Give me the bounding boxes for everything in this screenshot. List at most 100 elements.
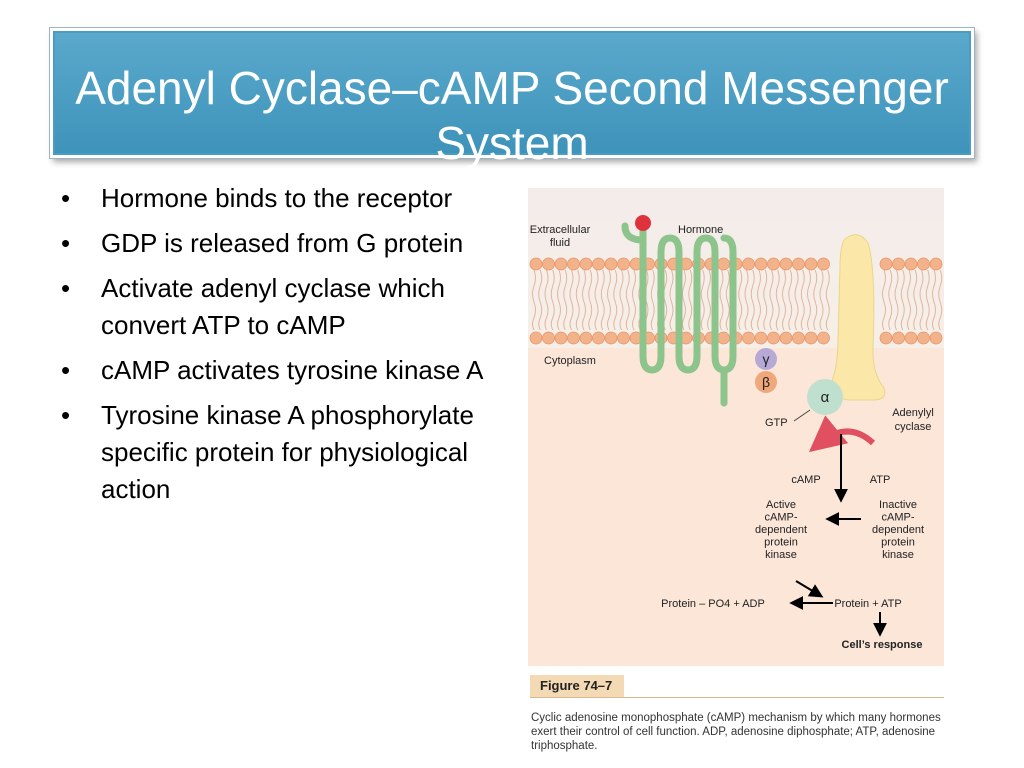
bullet-text: cAMP activates tyrosine kinase A xyxy=(101,355,484,385)
kinase-arrow xyxy=(795,580,824,598)
lipid-tail xyxy=(575,269,580,331)
lipid-tail xyxy=(788,269,793,331)
bullet-list: •Hormone binds to the receptor • GDP is r… xyxy=(55,180,495,516)
lipid-head xyxy=(879,257,893,271)
lipid-tail xyxy=(619,269,624,331)
lipid-tail xyxy=(938,269,943,331)
bullet-marker: • xyxy=(61,273,71,303)
bullet-text: Tyrosine kinase A phosphorylate specific… xyxy=(101,400,474,504)
lipid-head xyxy=(542,331,555,345)
lipid-tail xyxy=(813,269,818,331)
lipid-head xyxy=(904,257,918,271)
bullet-item: •Hormone binds to the receptor xyxy=(55,180,495,217)
lipid-tail xyxy=(819,269,824,331)
lipid-tail xyxy=(707,269,711,331)
membrane-heads-top xyxy=(529,257,943,271)
lipid-tail xyxy=(557,269,561,331)
lipid-tail xyxy=(919,269,924,331)
lipid-head xyxy=(742,257,755,271)
lipid-head xyxy=(554,331,568,345)
lipid-tail xyxy=(888,269,893,331)
lipid-head xyxy=(779,257,793,271)
lipid-tail xyxy=(763,269,768,331)
title-bar-fill xyxy=(55,33,969,153)
hormone-icon xyxy=(635,215,651,231)
lipid-tail xyxy=(544,269,549,331)
lipid-tail xyxy=(607,269,611,331)
lipid-head xyxy=(929,331,943,345)
lipid-head xyxy=(754,331,768,345)
lipid-tail xyxy=(538,269,543,331)
lipid-tail xyxy=(907,269,911,331)
title-bar: Adenyl Cyclase–cAMP Second Messenger Sys… xyxy=(50,28,974,169)
lipid-head xyxy=(592,257,605,271)
lipid-tail xyxy=(650,269,655,331)
beta-label: β xyxy=(762,374,770,390)
lipid-tail xyxy=(550,269,555,331)
lipid-tail xyxy=(632,269,636,331)
lipid-head xyxy=(567,331,580,345)
lipid-head xyxy=(904,331,918,345)
lipid-tail xyxy=(800,269,805,331)
lipid-tail xyxy=(794,269,799,331)
lipid-tail xyxy=(669,269,674,331)
lipid-head xyxy=(754,257,768,271)
adenylyl-cyclase-icon xyxy=(831,234,886,401)
lipid-tail xyxy=(769,269,774,331)
lipid-head xyxy=(892,257,905,271)
lipid-head xyxy=(567,257,580,271)
bullet-marker: • xyxy=(61,228,71,258)
lipid-tail xyxy=(782,269,786,331)
lipid-head xyxy=(817,257,830,271)
lipid-head xyxy=(542,257,555,271)
lipid-tail xyxy=(738,269,743,331)
lipid-head xyxy=(767,257,780,271)
receptor-icon xyxy=(621,222,737,374)
lipid-tail xyxy=(688,269,693,331)
figure-caption: Cyclic adenosine monophosphate (cAMP) me… xyxy=(531,712,941,752)
lipid-head xyxy=(817,331,830,345)
lipid-tail xyxy=(750,269,755,331)
hormone-label: Hormone xyxy=(678,224,723,236)
lipid-head xyxy=(617,331,630,345)
bullet-item: •Activate adenyl cyclase which convert A… xyxy=(55,270,495,344)
lipid-tail xyxy=(825,269,830,331)
lipid-tail xyxy=(925,269,930,331)
lipid-head xyxy=(717,257,730,271)
lipid-head xyxy=(767,331,780,345)
lipid-tail xyxy=(700,269,705,331)
lipid-tail xyxy=(807,269,811,331)
lipid-tail xyxy=(569,269,574,331)
lipid-head xyxy=(779,331,793,345)
cytoplasm-region xyxy=(528,348,944,666)
lipid-head xyxy=(592,331,605,345)
lipid-tail xyxy=(613,269,618,331)
lipid-head xyxy=(879,331,893,345)
lipid-tail xyxy=(757,269,761,331)
lipid-tail xyxy=(582,269,586,331)
lipid-tail xyxy=(744,269,749,331)
gamma-subunit-icon xyxy=(755,348,777,370)
gtp-label: GTP xyxy=(765,417,788,429)
lipid-tail xyxy=(775,269,780,331)
lipid-head xyxy=(579,257,593,271)
alpha-subunit-icon xyxy=(807,379,843,415)
beta-subunit-icon xyxy=(755,371,777,393)
lipid-tail xyxy=(894,269,899,331)
lipid-tail xyxy=(532,269,536,331)
bullet-marker: • xyxy=(61,400,71,430)
lipid-head xyxy=(929,257,943,271)
lipid-head xyxy=(604,331,618,345)
protein-po4-label: Protein – PO4 + ADP xyxy=(661,598,765,610)
lipid-tail xyxy=(682,269,686,331)
lipid-tail xyxy=(719,269,724,331)
protein-atp-label: Protein + ATP xyxy=(834,598,901,610)
bullet-text: GDP is released from G protein xyxy=(101,228,464,258)
lipid-tail xyxy=(900,269,905,331)
camp-label: cAMP xyxy=(791,474,820,486)
cytoplasm-label: Cytoplasm xyxy=(544,355,596,367)
lipid-head xyxy=(804,331,818,345)
